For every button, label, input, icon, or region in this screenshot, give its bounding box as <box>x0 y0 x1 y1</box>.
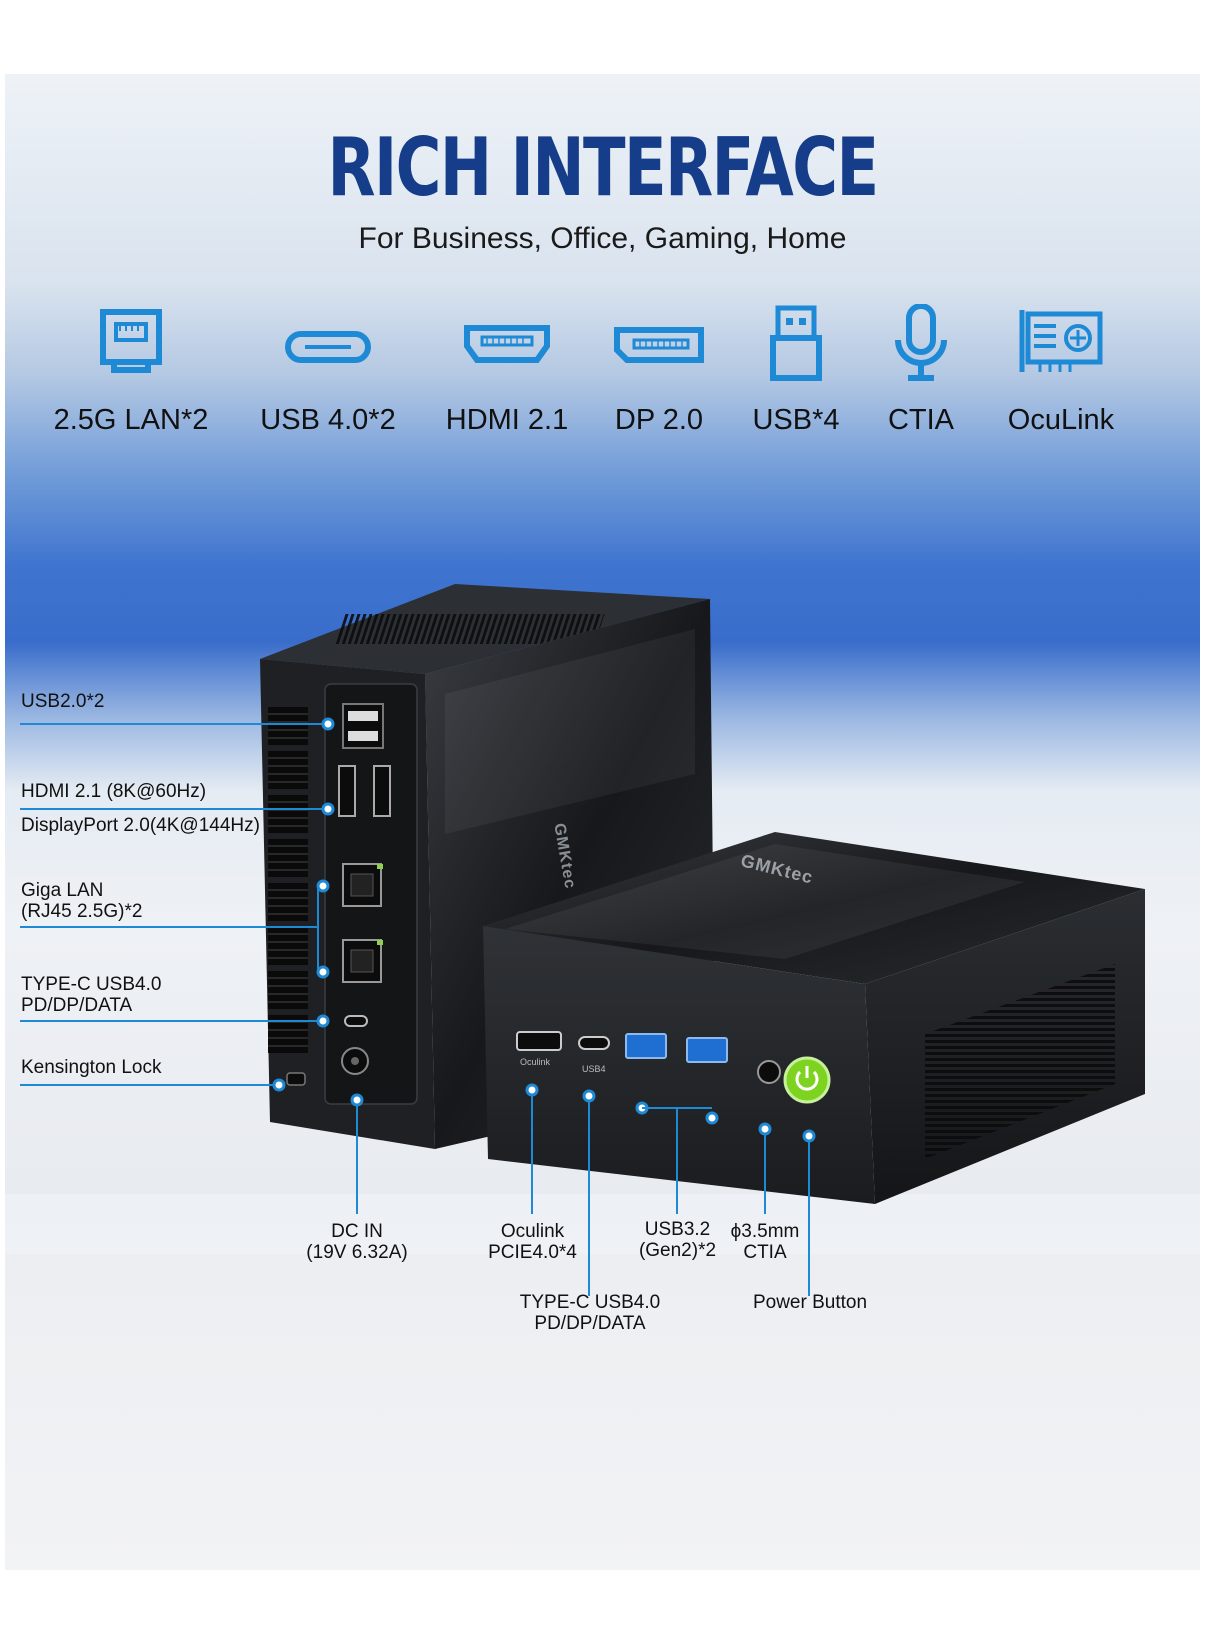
callout-usb2: USB2.0*2 <box>21 691 105 712</box>
ethernet-port-icon <box>100 309 162 373</box>
callout-power-button: Power Button <box>752 1292 868 1313</box>
feature-lan: 2.5G LAN*2 <box>41 304 221 436</box>
callout-usb32-line2: (Gen2)*2 <box>638 1240 717 1261</box>
feature-usb4: USB 4.0*2 <box>238 304 418 436</box>
hdmi-port-icon <box>464 325 550 363</box>
feature-usb-a: USB*4 <box>706 304 886 436</box>
callout-audio-line1: ϕ3.5mm <box>730 1221 800 1242</box>
page-subtitle: For Business, Office, Gaming, Home <box>358 222 847 255</box>
product-poster: RICH INTERFACE For Business, Office, Gam… <box>5 74 1200 1570</box>
feature-ctia: CTIA <box>831 304 1011 436</box>
callout-typec-rear-line2: PD/DP/DATA <box>21 995 133 1016</box>
callout-oculink-line1: Oculink <box>500 1221 565 1242</box>
usb-c-port-icon <box>285 331 371 363</box>
horizontal-unit-top <box>483 832 1145 984</box>
page-title: RICH INTERFACE <box>327 121 879 214</box>
callout-dp: DisplayPort 2.0(4K@144Hz) <box>21 815 260 836</box>
feature-usb4-label: USB 4.0*2 <box>260 404 396 436</box>
power-button-icon <box>783 1056 831 1104</box>
feature-hdmi: HDMI 2.1 <box>417 304 597 436</box>
feature-oculink-label: OcuLink <box>1007 404 1115 436</box>
graphics-card-icon <box>1019 310 1103 372</box>
usb-a-icon <box>770 305 822 381</box>
callout-typec-front-line1: TYPE-C USB4.0 <box>519 1292 661 1313</box>
callout-usb32-line1: USB3.2 <box>644 1219 711 1240</box>
feature-oculink: OcuLink <box>971 304 1151 436</box>
displayport-icon <box>614 327 704 363</box>
horizontal-unit-front <box>483 926 875 1204</box>
callout-lan-line1: Giga LAN <box>21 880 104 901</box>
callout-audio-line2: CTIA <box>743 1242 787 1263</box>
feature-usb-a-label: USB*4 <box>752 404 840 436</box>
callout-typec-front-line2: PD/DP/DATA <box>534 1313 646 1334</box>
feature-lan-label: 2.5G LAN*2 <box>53 404 209 436</box>
callout-kensington: Kensington Lock <box>21 1057 162 1078</box>
microphone-icon <box>895 304 947 381</box>
mini-pc-illustration <box>20 584 1145 1296</box>
feature-dp: DP 2.0 <box>569 304 749 436</box>
feature-hdmi-label: HDMI 2.1 <box>445 404 569 436</box>
callout-typec-rear-line1: TYPE-C USB4.0 <box>21 974 162 995</box>
callout-lan-line2: (RJ45 2.5G)*2 <box>21 901 143 922</box>
port-label-oculink: Oculink <box>520 1057 551 1067</box>
port-label-usb4: USB4 <box>582 1064 606 1074</box>
background-floor <box>5 1254 1200 1570</box>
callout-oculink-line2: PCIE4.0*4 <box>488 1242 577 1263</box>
feature-dp-label: DP 2.0 <box>614 404 704 436</box>
callout-dcin-line1: DC IN <box>331 1221 383 1242</box>
callout-hdmi: HDMI 2.1 (8K@60Hz) <box>21 781 207 802</box>
feature-ctia-label: CTIA <box>887 404 955 436</box>
callout-dcin-line2: (19V 6.32A) <box>306 1242 408 1263</box>
